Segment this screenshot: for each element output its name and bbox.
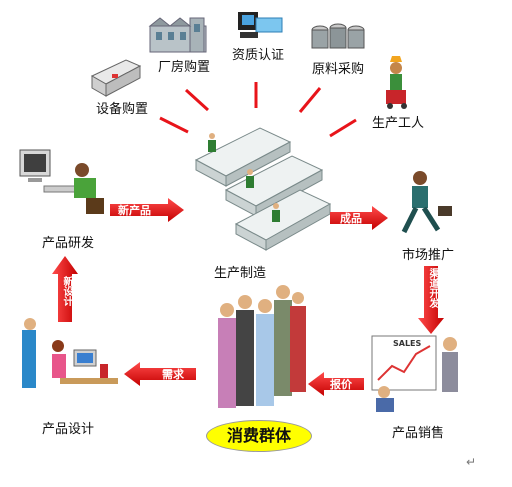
certification-icon (238, 12, 283, 38)
equipment-icon (90, 59, 142, 97)
arrow-finished (330, 206, 388, 230)
node-sales: 产品销售 (392, 426, 445, 441)
arrow-label-quote: 报价 (330, 377, 353, 391)
node-certification: 资质认证 (232, 48, 285, 63)
marketer-icon (401, 171, 452, 234)
sales-icon (371, 335, 458, 412)
line-workers (329, 118, 357, 138)
node-factory: 厂房购置 (158, 60, 211, 75)
researcher-icon (19, 149, 104, 214)
line-equipment (159, 116, 189, 134)
node-manufacturing: 生产制造 (214, 266, 267, 281)
node-rnd: 产品研发 (42, 236, 95, 251)
arrow-label-new-product: 新产品 (118, 203, 151, 217)
node-materials: 原料采购 (312, 62, 365, 77)
node-design: 产品设计 (42, 422, 95, 437)
arrow-channel (418, 266, 444, 334)
line-factory (184, 88, 210, 112)
assembly-line-icon (194, 127, 332, 251)
paragraph-mark: ↵ (466, 455, 477, 469)
designer-icon (22, 318, 118, 388)
arrow-new-product (110, 198, 184, 222)
arrow-quote (308, 372, 364, 396)
arrow-label-finished: 成品 (340, 211, 362, 225)
arrow-label-new-design: 新设计 (61, 276, 72, 306)
arrow-label-demand: 需求 (162, 367, 185, 381)
factory-icon (148, 17, 207, 53)
line-materials (298, 87, 322, 113)
consumer-group-icon (218, 285, 306, 408)
node-marketing: 市场推广 (402, 248, 455, 263)
worker-icon (386, 56, 407, 109)
node-equipment: 设备购置 (96, 102, 149, 117)
barrels-icon (311, 23, 365, 49)
arrow-demand (124, 362, 196, 386)
arrow-label-channel: 渠道开发 (427, 268, 438, 308)
sales-board-text: SALES (393, 339, 422, 348)
node-consumers: 消费群体 (206, 420, 312, 452)
node-workers: 生产工人 (372, 116, 425, 131)
arrow-new-design (52, 256, 78, 322)
